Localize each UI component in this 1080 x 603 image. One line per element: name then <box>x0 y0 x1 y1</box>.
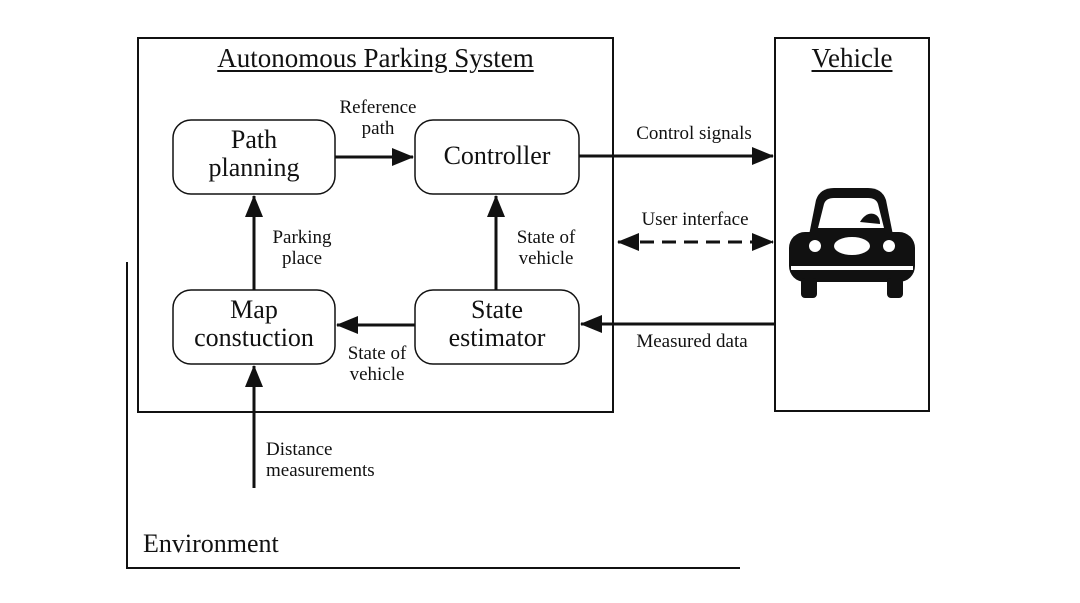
map-construction-label: Map constuction <box>173 295 335 353</box>
path-planning-label: Path planning <box>173 125 335 183</box>
car-icon <box>789 188 915 298</box>
reference-path-label-line1: Reference <box>339 97 417 118</box>
map-construction-label-line1: Map <box>230 295 278 324</box>
state-estimator-label-line1: State <box>471 295 523 324</box>
reference-path-label: Reference path <box>318 97 438 139</box>
user-interface-label: User interface <box>641 209 749 230</box>
path-planning-label-line1: Path <box>230 125 278 154</box>
state-estimator-label: State estimator <box>415 295 579 353</box>
autonomous-parking-system-frame <box>137 37 614 413</box>
vehicle-frame <box>774 37 930 412</box>
distance-measurements-label-line1: Distance <box>266 439 333 460</box>
parking-place-label: Parking place <box>258 227 346 269</box>
path-planning-label-line2: planning <box>208 153 300 183</box>
state-of-vehicle-left-label-line1: State of <box>347 343 407 364</box>
parking-place-label-line1: Parking <box>272 227 332 248</box>
state-of-vehicle-left-label-line2: vehicle <box>349 363 405 385</box>
state-of-vehicle-up-label-line2: vehicle <box>518 247 574 269</box>
state-of-vehicle-up-label-line1: State of <box>516 227 576 248</box>
map-construction-label-line2: constuction <box>194 323 314 353</box>
vehicle-title: Vehicle <box>811 43 893 73</box>
parking-place-label-line2: place <box>281 247 323 269</box>
controller-label: Controller <box>443 141 551 170</box>
system-title: Autonomous Parking System <box>217 43 534 73</box>
state-of-vehicle-up-label: State of vehicle <box>502 227 590 269</box>
distance-measurements-label: Distance measurements <box>266 439 375 481</box>
measured-data-label: Measured data <box>636 331 748 352</box>
environment-boundary <box>126 262 740 569</box>
reference-path-label-line2: path <box>361 117 395 139</box>
distance-measurements-label-line2: measurements <box>266 459 375 481</box>
environment-label: Environment <box>143 529 279 558</box>
state-of-vehicle-left-label: State of vehicle <box>333 343 421 385</box>
state-estimator-label-line2: estimator <box>448 323 546 353</box>
control-signals-label: Control signals <box>636 123 752 144</box>
